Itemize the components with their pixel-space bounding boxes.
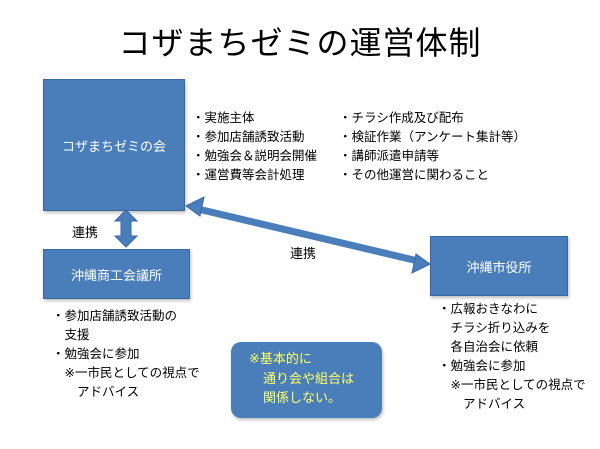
list-item: ・運営費等会計処理 xyxy=(192,167,305,182)
diagonal-double-arrow xyxy=(185,196,431,274)
link-label-left: 連携 xyxy=(72,226,99,241)
koza-machizemi-label: コザまちゼミの会 xyxy=(61,139,166,155)
list-item: ※一市民としての視点で xyxy=(52,365,200,380)
city-roles-list: ・広報おきなわに チラシ折り込みを 各自治会に依頼 ・勉強会に参加 ※一市民とし… xyxy=(438,299,586,413)
list-item: ・実施主体 xyxy=(192,110,255,125)
note-line: 関係しない。 xyxy=(263,391,342,406)
city-label: 沖縄市役所 xyxy=(466,260,532,276)
koza-machizemi-box: コザまちゼミの会 xyxy=(43,79,185,211)
list-item: ・参加店舗誘致活動 xyxy=(192,129,305,144)
list-item: ・勉強会に参加 xyxy=(52,346,140,361)
list-item: ・勉強会に参加 xyxy=(438,358,526,373)
list-item: 支援 xyxy=(52,327,90,342)
note-line: ※基本的に xyxy=(249,352,312,367)
list-item: ・広報おきなわに xyxy=(438,301,539,316)
list-item: ・講師派遣申請等 xyxy=(339,148,440,163)
list-item: ・勉強会＆説明会開催 xyxy=(192,148,318,163)
city-hall-box: 沖縄市役所 xyxy=(430,236,568,296)
list-item: アドバイス xyxy=(52,384,140,399)
chamber-label: 沖縄商工会議所 xyxy=(70,268,162,284)
main-roles-list-a: ・実施主体 ・参加店舗誘致活動 ・勉強会＆説明会開催 ・運営費等会計処理 xyxy=(192,108,317,184)
list-item: ・その他運営に関わること xyxy=(339,167,490,182)
list-item: ※一市民としての視点で xyxy=(438,377,586,392)
note-box: ※基本的に 通り会や組合は 関係しない。 xyxy=(231,342,382,418)
chamber-of-commerce-box: 沖縄商工会議所 xyxy=(43,249,190,299)
list-item: ・検証作業（アンケート集計等） xyxy=(339,129,527,144)
main-roles-list-b: ・チラシ作成及び配布 ・検証作業（アンケート集計等） ・講師派遣申請等 ・その他… xyxy=(339,108,526,184)
list-item: チラシ折り込みを xyxy=(438,320,551,335)
list-item: 各自治会に依頼 xyxy=(438,339,539,354)
chamber-roles-list: ・参加店舗誘致活動の 支援 ・勉強会に参加 ※一市民としての視点で アドバイス xyxy=(52,306,200,401)
vertical-double-arrow xyxy=(113,209,139,248)
list-item: ・参加店舗誘致活動の xyxy=(52,308,178,323)
page-title: コザまちゼミの運営体制 xyxy=(118,24,482,62)
list-item: ・チラシ作成及び配布 xyxy=(339,110,464,125)
list-item: アドバイス xyxy=(438,396,526,411)
link-label-center: 連携 xyxy=(290,247,317,262)
note-line: 通り会や組合は xyxy=(263,372,355,387)
